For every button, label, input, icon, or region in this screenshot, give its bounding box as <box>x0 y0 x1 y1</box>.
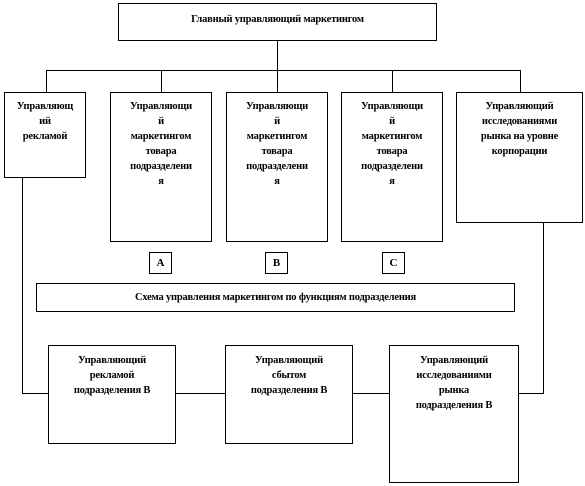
division-sales-manager-box: Управляющий сбытом подразделения В <box>225 345 353 444</box>
connector-left-to-bottom <box>22 393 49 394</box>
connector-to-advertising <box>46 70 47 92</box>
chief-marketing-manager-box: Главный управляющий маркетингом <box>118 3 437 41</box>
division-label-c: C <box>382 252 405 274</box>
division-label-a: A <box>149 252 172 274</box>
connector-bottom-2-3 <box>352 393 390 394</box>
connector-to-research <box>520 70 521 92</box>
scheme-title: Схема управления маркетингом по функциям… <box>36 283 515 312</box>
connector-top-down <box>277 40 278 70</box>
advertising-manager-box: Управляющ ий рекламой <box>4 92 86 178</box>
connector-right-to-bottom <box>518 393 544 394</box>
division-label-b: B <box>265 252 288 274</box>
product-marketing-manager-c-box: Управляющи й маркетингом товара подразде… <box>341 92 443 242</box>
connector-right-down <box>543 223 544 393</box>
division-research-manager-box: Управляющий исследованиями рынка подразд… <box>389 345 519 483</box>
connector-to-product-2 <box>277 70 278 92</box>
connector-to-product-1 <box>161 70 162 92</box>
product-marketing-manager-b-box: Управляющи й маркетингом товара подразде… <box>226 92 328 242</box>
division-advertising-manager-box: Управляющий рекламой подразделения В <box>48 345 176 444</box>
connector-to-product-3 <box>392 70 393 92</box>
corporate-research-manager-box: Управляющий исследованиями рынка на уров… <box>456 92 583 223</box>
connector-left-down <box>22 177 23 393</box>
product-marketing-manager-a-box: Управляющи й маркетингом товара подразде… <box>110 92 212 242</box>
connector-horizontal-bus <box>46 70 520 71</box>
connector-bottom-1-2 <box>175 393 226 394</box>
